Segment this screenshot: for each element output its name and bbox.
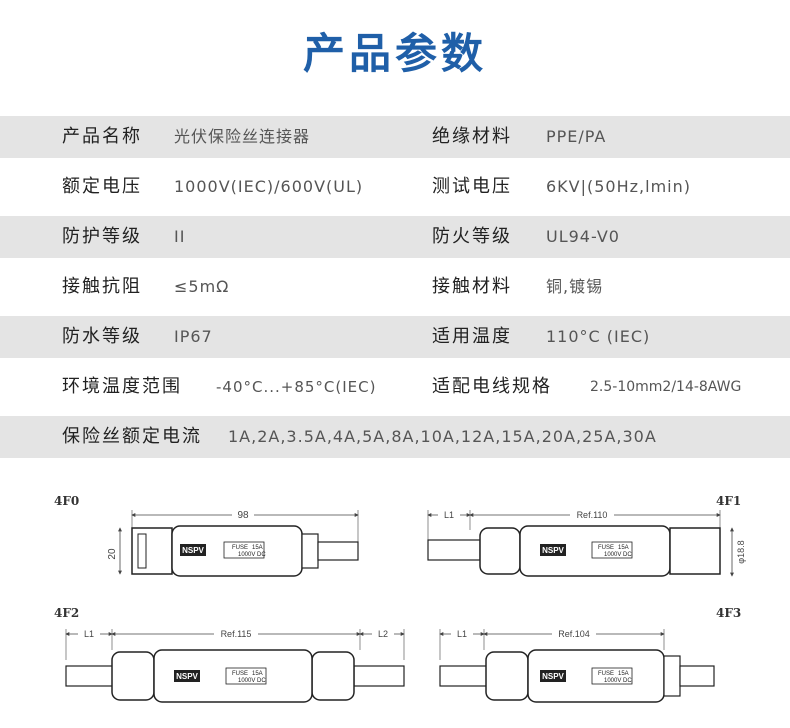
param-label: 产品名称 — [62, 126, 142, 147]
dim-label: L1 — [457, 629, 467, 639]
dim-label: Ref.110 — [577, 510, 608, 520]
dim-label: φ18.8 — [736, 540, 746, 563]
dim-label: L2 — [378, 629, 388, 639]
brand-logo: NSPV — [542, 546, 564, 555]
fuse-text: FUSE — [598, 545, 614, 551]
brand-logo: NSPV — [542, 672, 564, 681]
param-value: -40°C...+85°C(IEC) — [216, 378, 377, 396]
dim-label: Ref.115 — [221, 629, 252, 639]
param-label: 绝缘材料 — [432, 126, 512, 147]
param-label: 接触抗阻 — [62, 276, 142, 297]
param-row: 额定电压 1000V(IEC)/600V(UL) 测试电压 6KV|(50Hz,… — [0, 166, 790, 208]
param-row: 产品名称 光伏保险丝连接器 绝缘材料 PPE/PA — [0, 116, 790, 158]
rating-v: 1000V DC — [604, 552, 632, 558]
rating-v: 1000V DC — [604, 678, 632, 684]
param-value: UL94-V0 — [546, 227, 620, 246]
param-label: 适配电线规格 — [432, 376, 552, 397]
param-label: 防火等级 — [432, 226, 512, 247]
brand-logo: NSPV — [176, 672, 198, 681]
fuse-text: FUSE — [232, 545, 248, 551]
dim-label: 20 — [107, 548, 118, 560]
dim-label: L1 — [444, 510, 454, 520]
param-label: 防护等级 — [62, 226, 142, 247]
param-row: 防护等级 II 防火等级 UL94-V0 — [0, 216, 790, 258]
param-row: 接触抗阻 ≤5mΩ 接触材料 铜,镀锡 — [0, 266, 790, 308]
param-row: 防水等级 IP67 适用温度 110°C (IEC) — [0, 316, 790, 358]
rating-a: 15A — [252, 671, 263, 677]
diagram-tag: 4F3 — [716, 606, 742, 620]
diagram-tag: 4F1 — [716, 494, 742, 508]
param-value: II — [174, 227, 186, 246]
fuse-text: FUSE — [232, 671, 248, 677]
rating-v: 1000V DC — [238, 552, 266, 558]
connector-4f3: L1 Ref.104 NSPV FUSE 15A 1000V DC — [439, 627, 715, 703]
fuse-rating-row: 保险丝额定电流 1A,2A,3.5A,4A,5A,8A,10A,12A,15A,… — [0, 416, 790, 458]
param-label: 防水等级 — [62, 326, 142, 347]
param-value: ≤5mΩ — [174, 277, 230, 296]
rating-a: 15A — [618, 545, 629, 551]
connector-4f1: L1 Ref.110 φ18.8 NSPV FUSE 15A 1000V DC — [427, 508, 746, 577]
fuse-text: FUSE — [598, 671, 614, 677]
param-label: 环境温度范围 — [62, 376, 182, 397]
param-value: 2.5-10mm2/14-8AWG — [590, 379, 742, 395]
param-value: PPE/PA — [546, 127, 607, 146]
param-value: 110°C (IEC) — [546, 327, 651, 346]
diagram-tag: 4F0 — [54, 494, 80, 508]
param-row: 环境温度范围 -40°C...+85°C(IEC) 适配电线规格 2.5-10m… — [0, 366, 790, 408]
page-title: 产品参数 — [302, 29, 487, 78]
param-value: 铜,镀锡 — [546, 277, 604, 296]
param-label: 额定电压 — [62, 176, 142, 197]
param-label: 接触材料 — [432, 276, 512, 297]
param-label: 保险丝额定电流 — [62, 426, 202, 447]
param-label: 测试电压 — [432, 176, 512, 197]
dimension-drawings: 98 20 NSPV FUSE 15A 1000V DC L1 Ref.110 … — [65, 508, 746, 703]
param-value: IP67 — [174, 327, 213, 346]
param-value: 光伏保险丝连接器 — [174, 127, 311, 146]
brand-logo: NSPV — [182, 546, 204, 555]
diagram-tag: 4F2 — [54, 606, 80, 620]
rating-a: 15A — [252, 545, 263, 551]
dim-label: Ref.104 — [558, 629, 590, 639]
dim-label: 98 — [237, 510, 249, 521]
rating-v: 1000V DC — [238, 678, 266, 684]
dim-label: L1 — [84, 629, 94, 639]
param-value: 6KV|(50Hz,lmin) — [546, 177, 691, 196]
rating-a: 15A — [618, 671, 629, 677]
connector-4f2: L1 Ref.115 L2 NSPV FUSE 15A 1000V DC — [65, 627, 405, 703]
param-value: 1A,2A,3.5A,4A,5A,8A,10A,12A,15A,20A,25A,… — [228, 427, 657, 446]
connector-4f0: 98 20 NSPV FUSE 15A 1000V DC — [107, 508, 359, 577]
param-value: 1000V(IEC)/600V(UL) — [174, 177, 364, 196]
param-label: 适用温度 — [432, 326, 512, 347]
